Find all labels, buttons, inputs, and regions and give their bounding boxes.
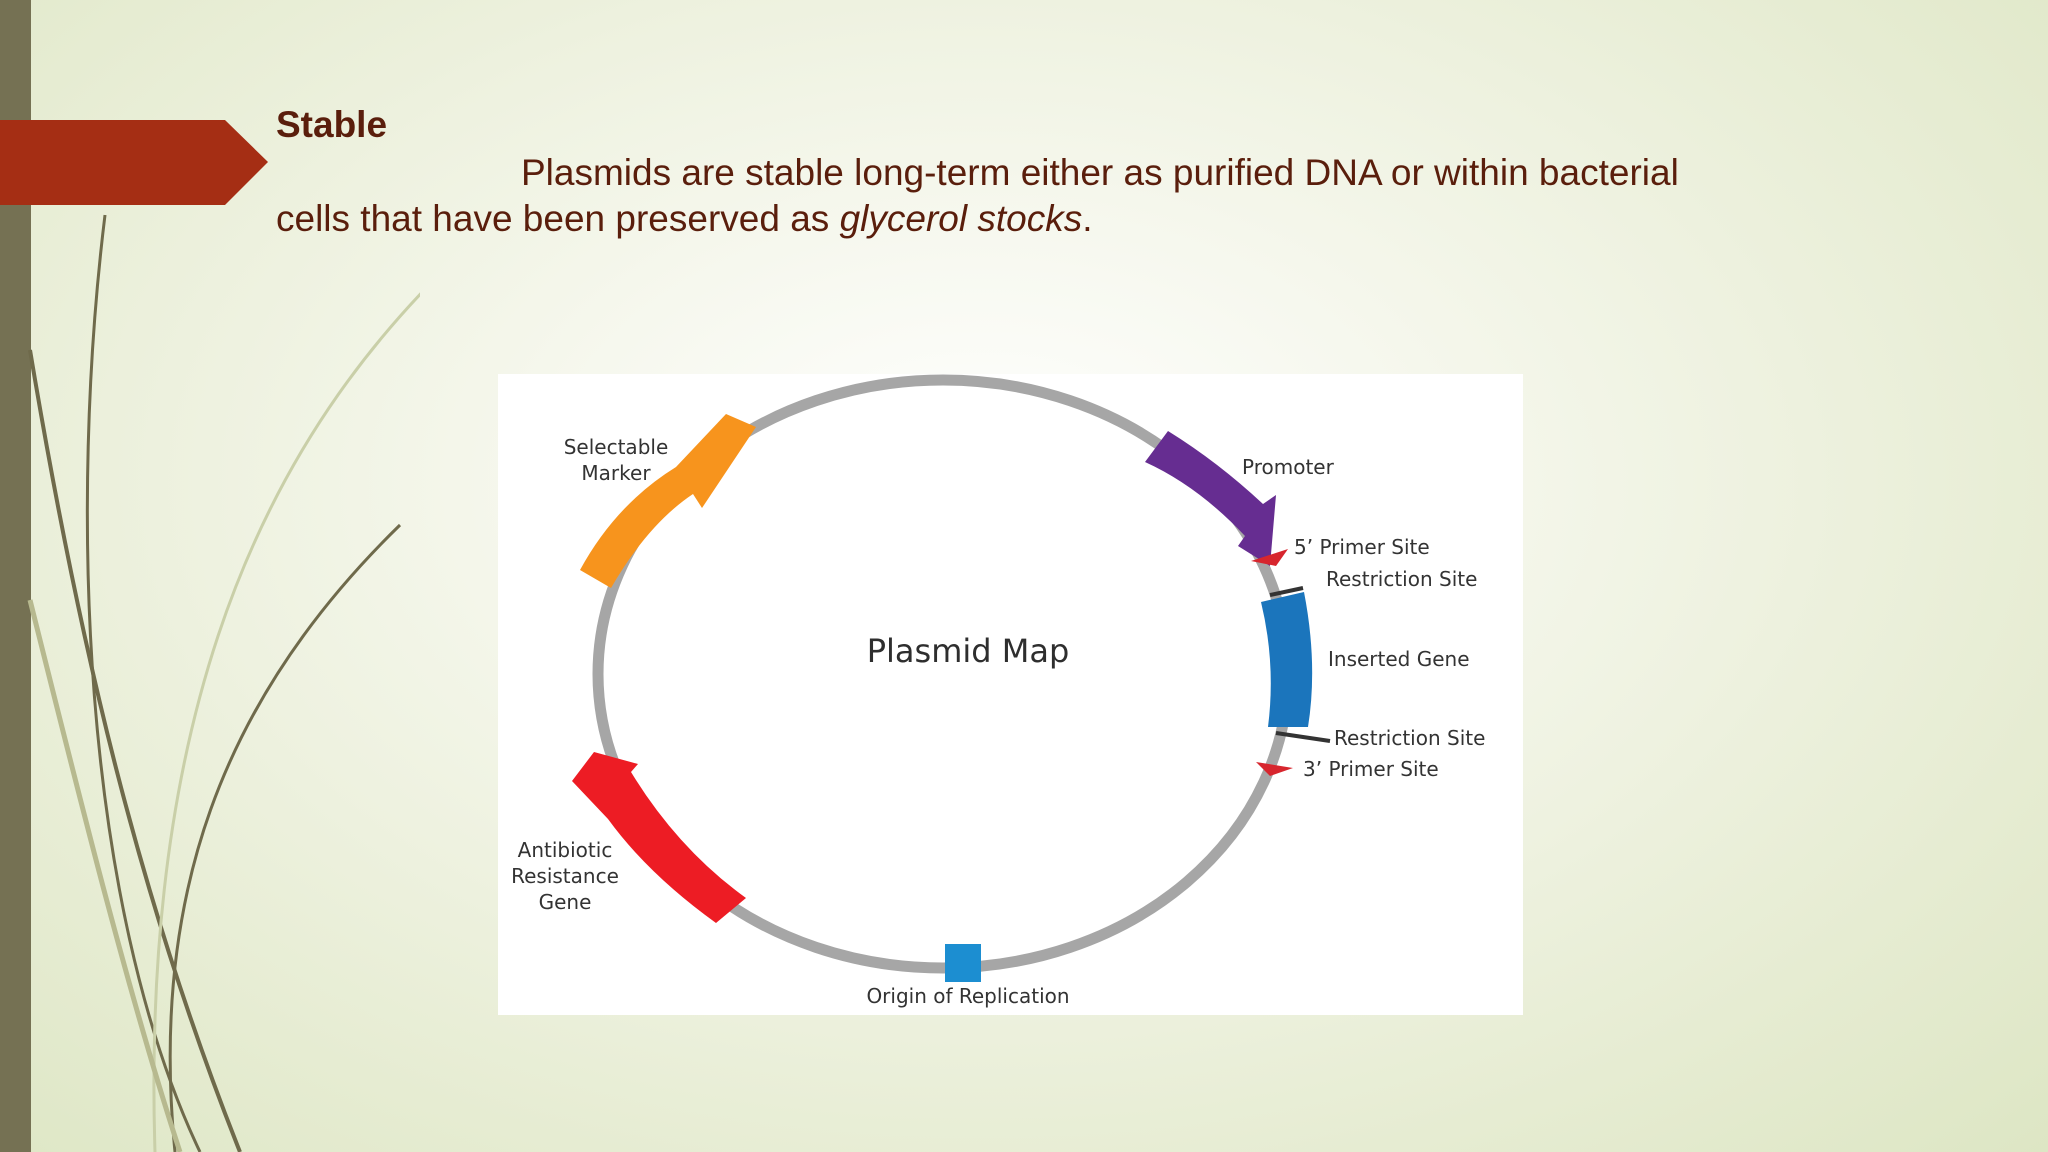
primer-3-marker <box>1256 762 1293 776</box>
restriction-site-bottom-label: Restriction Site <box>1334 726 1486 750</box>
restriction-site-bottom-marker <box>1275 731 1331 743</box>
plasmid-map-figure: Plasmid Map Selectable Marker Promoter 5… <box>498 374 1523 1015</box>
plasmid-map-diagram <box>572 374 1331 982</box>
inserted-gene-label: Inserted Gene <box>1328 647 1470 671</box>
title-arrow-banner <box>0 120 268 205</box>
origin-of-replication-block <box>945 944 981 982</box>
selectable-marker-label: Selectable Marker <box>536 434 696 486</box>
selectable-marker-label-line1: Selectable <box>563 435 669 459</box>
primer-3-label: 3’ Primer Site <box>1303 757 1439 781</box>
antibiotic-label-line3: Gene <box>538 890 592 914</box>
body-text-end: . <box>1082 198 1093 239</box>
selectable-marker-label-line2: Marker <box>581 461 651 485</box>
antibiotic-resistance-label: Antibiotic Resistance Gene <box>498 837 632 915</box>
antibiotic-label-line2: Resistance <box>511 864 619 888</box>
inserted-gene-block <box>1261 592 1313 727</box>
body-text-plain: Plasmids are stable long-term either as … <box>276 152 1679 239</box>
promoter-label: Promoter <box>1242 455 1334 479</box>
body-text-italic: glycerol stocks <box>839 198 1083 239</box>
slide-body-text: Plasmids are stable long-term either as … <box>276 150 1756 242</box>
plasmid-map-title: Plasmid Map <box>866 632 1070 670</box>
restriction-site-top-marker <box>1269 586 1304 597</box>
promoter-arrow <box>1145 431 1276 566</box>
origin-of-replication-label: Origin of Replication <box>866 984 1070 1008</box>
decorative-curves <box>27 214 420 1152</box>
primer-5-marker <box>1251 549 1288 566</box>
antibiotic-label-line1: Antibiotic <box>517 838 613 862</box>
antibiotic-resistance-arrow <box>572 752 746 923</box>
restriction-site-top-label: Restriction Site <box>1326 567 1478 591</box>
slide-title: Stable <box>276 104 388 145</box>
primer-5-label: 5’ Primer Site <box>1294 535 1430 559</box>
selectable-marker-arrow <box>580 414 756 588</box>
